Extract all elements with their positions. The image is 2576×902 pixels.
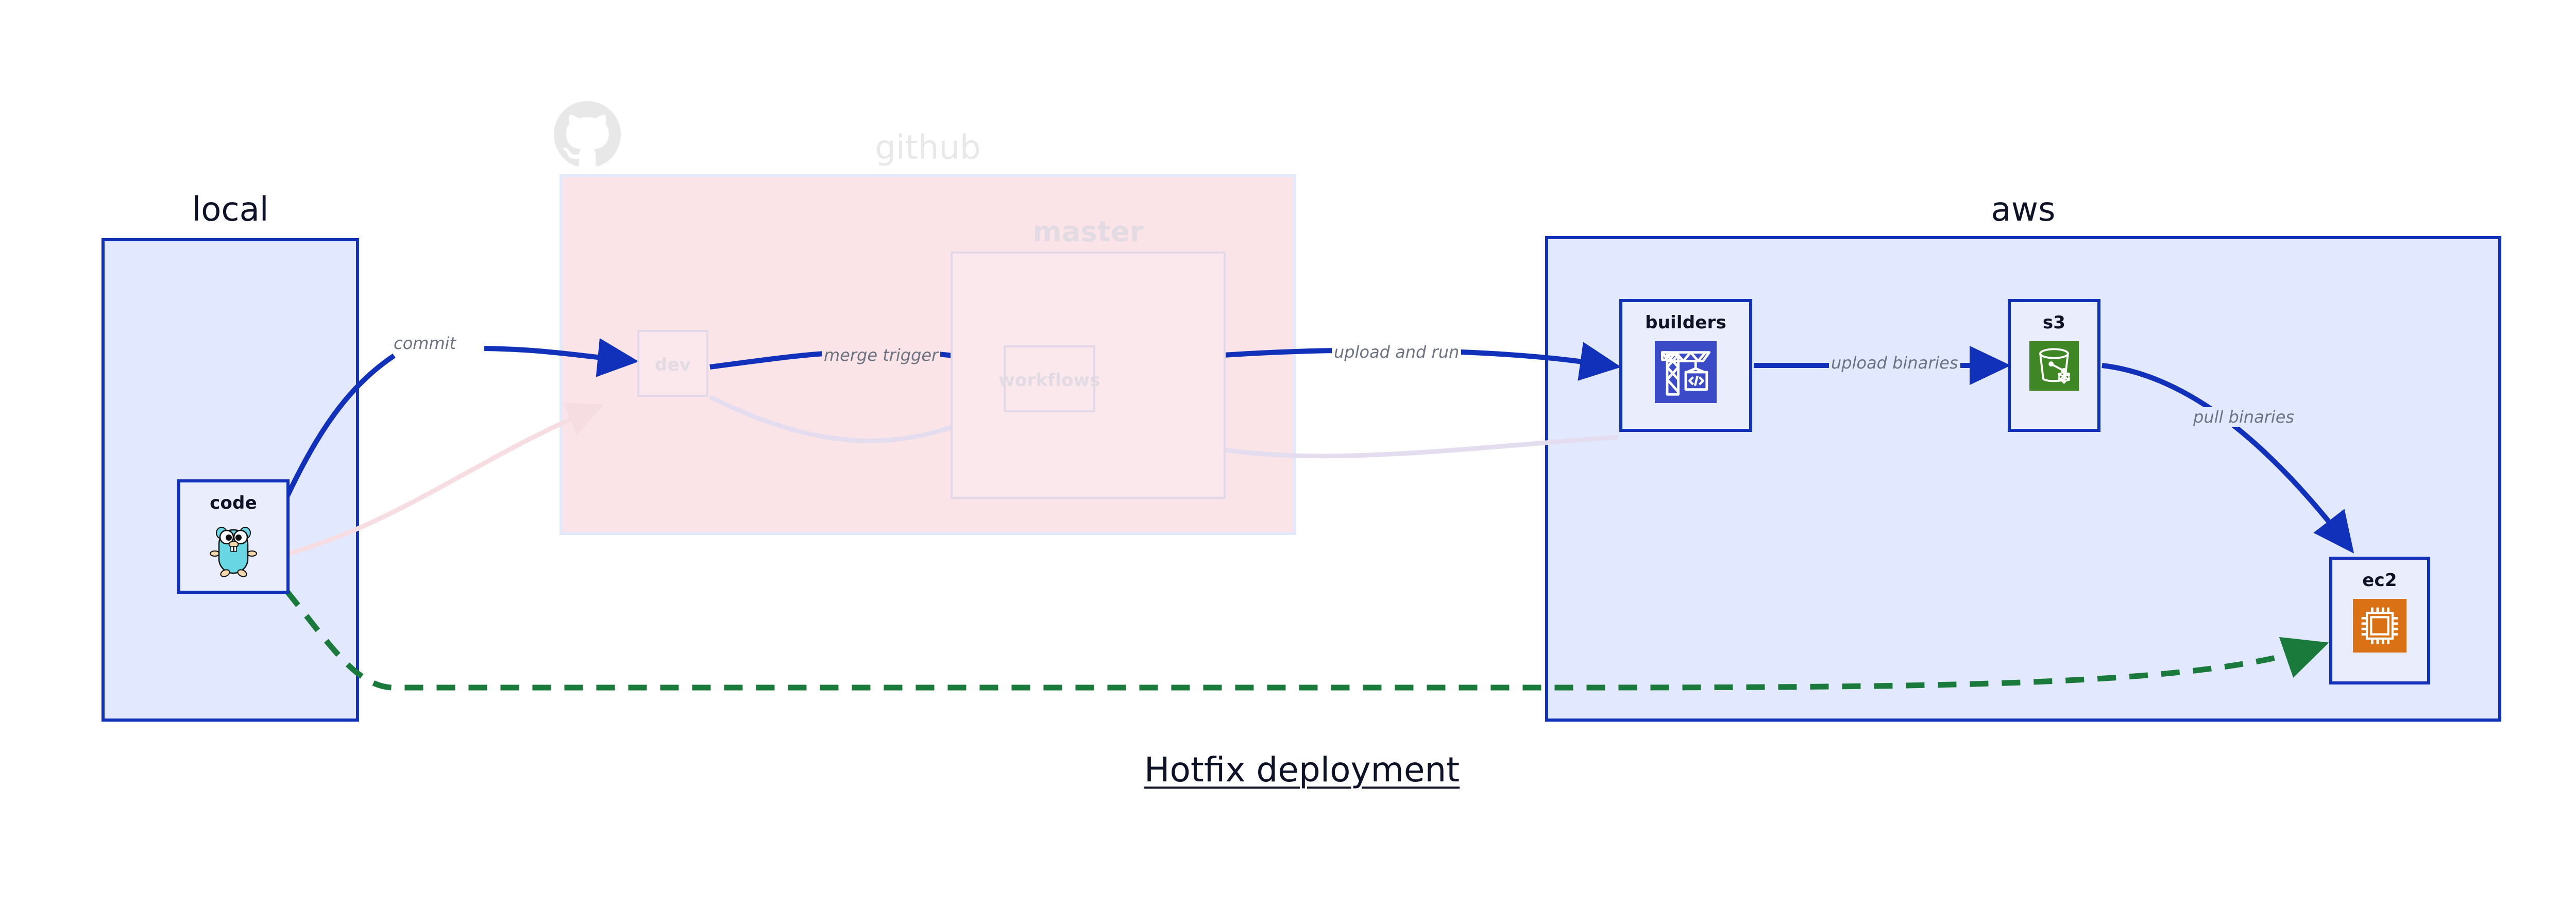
node-ec2-label: ec2 (2362, 570, 2397, 591)
node-dev[interactable]: dev (637, 330, 708, 397)
group-github-label: github (875, 129, 981, 167)
aws-codebuild-icon (1655, 341, 1717, 405)
diagram-title: Hotfix deployment (1144, 750, 1460, 790)
node-master-label: master (1032, 215, 1144, 248)
node-builders[interactable]: builders (1619, 299, 1752, 432)
node-s3[interactable]: s3 (2008, 299, 2100, 432)
aws-ec2-chip-icon (2353, 599, 2406, 655)
group-aws-label: aws (1991, 191, 2056, 229)
edge-label-pull-binaries: pull binaries (2191, 407, 2297, 427)
aws-s3-glacier-icon (2029, 341, 2079, 393)
edge-hotfix-dashed (284, 589, 2329, 691)
node-dev-label: dev (654, 355, 691, 375)
group-local-label: local (192, 191, 269, 229)
node-ec2[interactable]: ec2 (2329, 557, 2430, 684)
edge-label-upload-and-run: upload and run (1332, 342, 1462, 362)
edge-commit-tail (484, 338, 639, 377)
node-s3-label: s3 (2042, 312, 2066, 333)
edge-label-upload-binaries: upload binaries (1829, 353, 1960, 373)
edge-merge-trigger (709, 351, 825, 370)
edge-label-merge-trigger: merge trigger (822, 345, 941, 365)
node-code-label: code (210, 493, 257, 513)
node-code[interactable]: code (177, 479, 290, 594)
node-master[interactable]: master (951, 215, 1226, 499)
go-gopher-icon (209, 522, 258, 580)
edge-ghost-code-dev (257, 403, 604, 564)
node-workflows-label: workflows (998, 370, 1100, 391)
edge-commit (276, 353, 396, 517)
edge-upload-run-tail (1447, 342, 1621, 381)
node-builders-label: builders (1645, 312, 1726, 333)
edge-label-commit: commit (392, 333, 458, 353)
github-octocat-icon (554, 101, 621, 168)
node-workflows[interactable]: workflows (998, 345, 1100, 412)
edge-pull-binaries (2102, 363, 2354, 554)
